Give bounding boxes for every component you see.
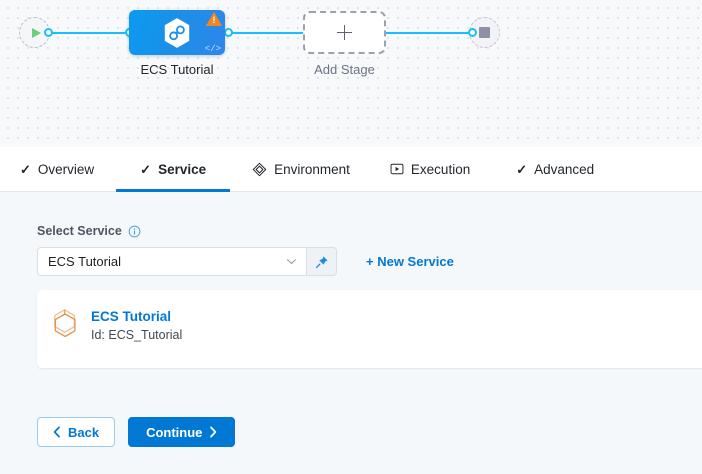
stage-node-ecs-tutorial[interactable]: ! </> <box>129 10 225 55</box>
check-icon: ✓ <box>140 161 152 177</box>
pipeline-end-node[interactable] <box>469 17 500 48</box>
connector-line-add-to-end <box>386 32 472 34</box>
warning-triangle-icon <box>206 12 222 26</box>
layers-diamond-icon <box>252 162 267 176</box>
service-tab-panel: Select Service ECS Tutorial + New Ser <box>0 192 702 474</box>
plus-icon-vertical <box>343 25 346 40</box>
tab-overview[interactable]: ✓ Overview <box>18 147 96 192</box>
new-service-link[interactable]: + New Service <box>366 254 454 269</box>
continue-button-label: Continue <box>146 424 203 440</box>
select-service-label: Select Service <box>37 224 122 238</box>
service-summary-text: ECS Tutorial Id: ECS_Tutorial <box>91 308 182 344</box>
add-stage-label: Add Stage <box>314 62 375 77</box>
connector-dot-start <box>44 28 53 37</box>
service-selector-row: ECS Tutorial + New Service <box>37 247 454 276</box>
chevron-down-icon <box>286 259 297 264</box>
check-icon: ✓ <box>516 161 528 177</box>
tab-environment-label: Environment <box>274 161 350 177</box>
chevron-right-icon <box>210 426 217 438</box>
check-icon: ✓ <box>20 161 31 177</box>
back-button[interactable]: Back <box>37 417 116 447</box>
tab-overview-label: Overview <box>37 161 95 177</box>
service-card-id: Id: ECS_Tutorial <box>91 328 183 342</box>
connector-line-stage-to-add <box>228 32 303 34</box>
stage-config-tabs: ✓ Overview ✓ Service Environment Exe <box>0 147 702 192</box>
back-button-label: Back <box>68 424 100 440</box>
harness-hexagon-icon <box>164 17 190 48</box>
tab-execution[interactable]: Execution <box>388 147 472 192</box>
add-stage-node[interactable] <box>303 11 386 54</box>
connector-dot-stage-out <box>224 28 233 37</box>
continue-button[interactable]: Continue <box>128 417 236 447</box>
play-icon <box>31 27 41 38</box>
tab-advanced[interactable]: ✓ Advanced <box>514 147 596 192</box>
service-select-dropdown[interactable]: ECS Tutorial <box>37 247 307 276</box>
warning-exclamation: ! <box>212 15 216 25</box>
tab-service[interactable]: ✓ Service <box>116 147 231 192</box>
chevron-left-icon <box>53 426 60 438</box>
tab-execution-label: Execution <box>410 161 471 177</box>
connector-line-start-to-stage <box>48 32 129 34</box>
tab-advanced-label: Advanced <box>534 161 595 177</box>
stage-node-label: ECS Tutorial <box>140 62 214 77</box>
service-summary-card[interactable]: ECS Tutorial Id: ECS_Tutorial <box>37 290 702 368</box>
play-box-icon <box>390 163 404 175</box>
tab-service-label: Service <box>158 161 207 177</box>
service-card-title[interactable]: ECS Tutorial <box>91 309 172 324</box>
stop-icon <box>479 27 490 38</box>
wizard-footer-buttons: Back Continue <box>37 417 236 447</box>
select-service-label-row: Select Service <box>37 224 141 238</box>
service-summary-inner: ECS Tutorial Id: ECS_Tutorial <box>51 308 182 344</box>
pin-service-button[interactable] <box>307 247 337 276</box>
pin-icon <box>315 255 328 268</box>
connector-dot-end <box>468 28 477 37</box>
pipeline-canvas[interactable]: ! </> ECS Tutorial Add Stage <box>0 0 702 147</box>
service-select-value: ECS Tutorial <box>48 254 121 269</box>
code-brackets-icon[interactable]: </> <box>204 44 221 54</box>
tab-environment[interactable]: Environment <box>250 147 352 192</box>
cube-icon <box>54 309 76 338</box>
info-icon[interactable] <box>128 225 141 238</box>
